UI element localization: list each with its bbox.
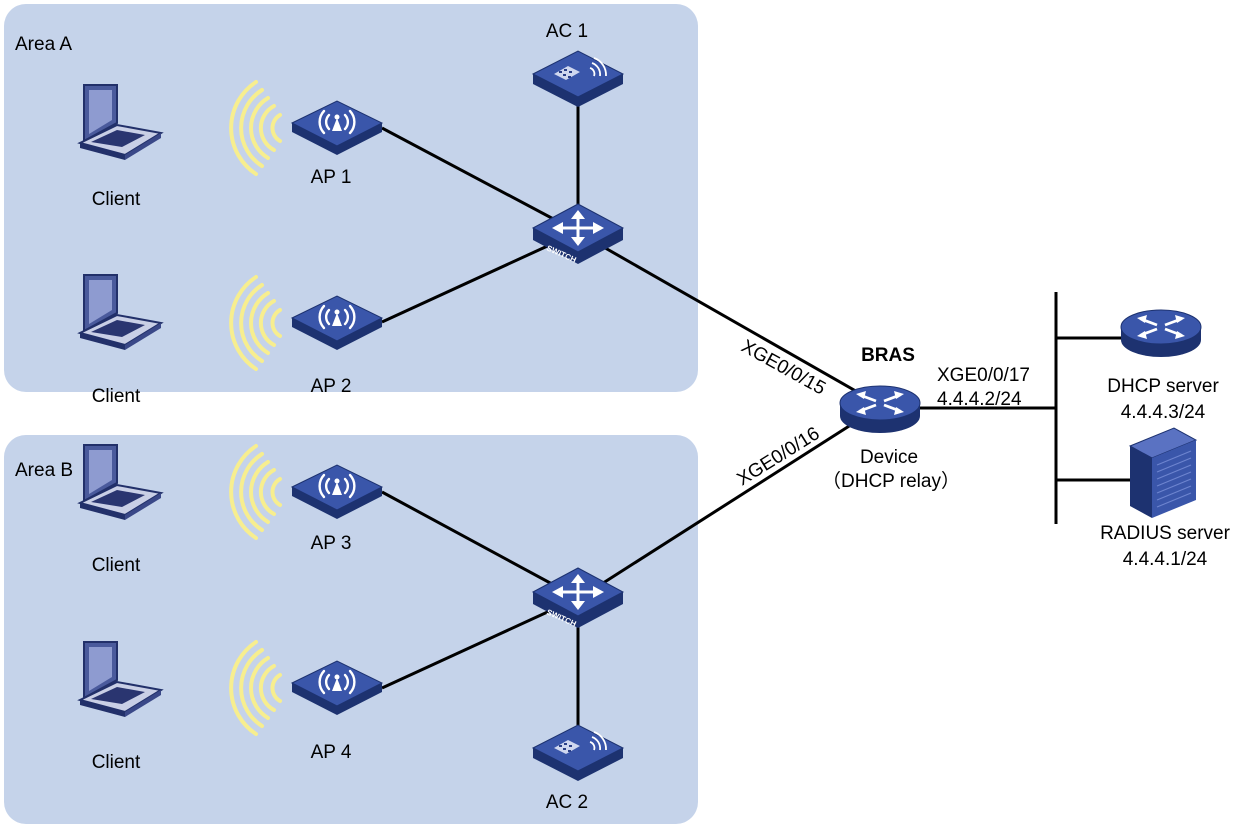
ap-label: AP 1	[311, 167, 352, 188]
area-b-label: Area B	[15, 460, 73, 481]
ap-label: AP 4	[311, 742, 352, 763]
bras-label: BRAS	[861, 345, 915, 366]
radius-server-ip: 4.4.4.1/24	[1123, 549, 1208, 570]
area-a-label: Area A	[15, 34, 72, 55]
link-switch-b-bras	[599, 412, 869, 587]
link-ap4-switch-b	[381, 596, 579, 690]
dhcp-server-icon	[1119, 308, 1203, 359]
ap-label: AP 3	[311, 533, 352, 554]
device-label: Device	[860, 447, 918, 468]
link-switch-a-bras	[599, 243, 869, 400]
ap-label: AP 2	[311, 376, 352, 397]
radius-server-icon	[1128, 427, 1198, 518]
uplink-port-label: XGE0/0/17	[937, 365, 1030, 386]
port-label-xge0-0-16: XGE0/0/16	[734, 423, 824, 490]
router-icon	[838, 384, 922, 435]
dhcp-server-label: DHCP server	[1107, 376, 1219, 397]
link-ap3-switch-b	[381, 490, 579, 600]
client-label: Client	[92, 386, 141, 407]
link-ap1-switch-a	[381, 126, 579, 234]
area-a-background	[4, 4, 698, 392]
device-function-label: （DHCP relay）	[822, 470, 960, 492]
dhcp-server-ip: 4.4.4.3/24	[1121, 402, 1206, 423]
ac-label: AC 1	[546, 21, 588, 42]
ac-label: AC 2	[546, 792, 588, 813]
network-links	[381, 98, 1130, 730]
radius-server-label: RADIUS server	[1100, 523, 1231, 544]
client-label: Client	[92, 189, 141, 210]
uplink-ip-label: 4.4.4.2/24	[937, 389, 1022, 410]
client-label: Client	[92, 555, 141, 576]
area-b-background	[4, 435, 698, 824]
client-label: Client	[92, 752, 141, 773]
link-ap2-switch-a	[381, 230, 579, 324]
